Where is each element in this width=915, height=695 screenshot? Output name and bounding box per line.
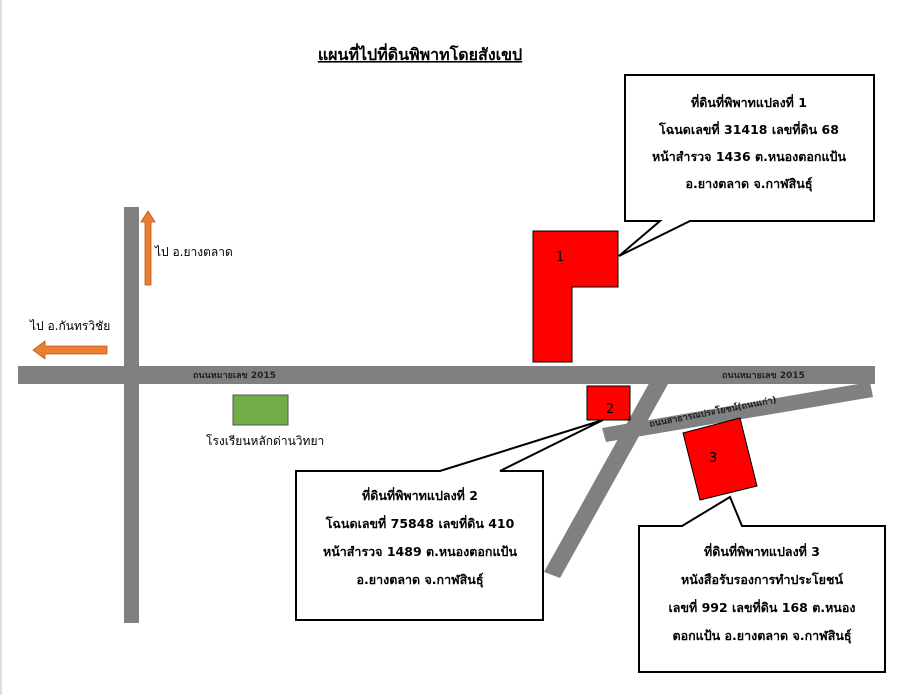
callout-2-line-4: อ.ยางตลาด จ.กาฬสินธุ์ — [357, 572, 484, 588]
parcel-1 — [532, 230, 619, 363]
callout-3-line-3: เลขที่ 992 เลขที่ดิน 168 ต.หนอง — [669, 599, 856, 615]
arrow-up-icon — [140, 210, 156, 286]
callout-1-line-1: ที่ดินที่พิพาทแปลงที่ 1 — [691, 94, 807, 110]
parcel-1-number: 1 — [556, 250, 564, 265]
callout-3-line-2: หนังสือรับรองการทำประโยชน์ — [681, 572, 843, 587]
callout-1-line-3: หน้าสำรวจ 1436 ต.หนองตอกแป้น — [652, 149, 846, 164]
school-label: โรงเรียนหลักด่านวิทยา — [206, 434, 324, 448]
callout-1-line-4: อ.ยางตลาด จ.กาฬสินธุ์ — [686, 176, 813, 192]
parcel-3 — [682, 417, 758, 501]
to-kantharawichai-label: ไป อ.กันทรวิชัย — [29, 319, 110, 333]
callout-2-line-2: โฉนดเลขที่ 75848 เลขที่ดิน 410 — [325, 515, 515, 531]
page-title: แผนที่ไปที่ดินพิพาทโดยสังเขป — [318, 43, 522, 64]
callout-2-box — [295, 419, 604, 621]
callout-1-line-2: โฉนดเลขที่ 31418 เลขที่ดิน 68 — [658, 121, 839, 137]
parcel-2 — [586, 385, 631, 421]
road-2015-left-label: ถนนหมายเลข 2015 — [193, 371, 276, 381]
vertical-road — [124, 207, 139, 623]
callout-3-line-1: ที่ดินที่พิพาทแปลงที่ 3 — [704, 543, 820, 559]
road-2015 — [18, 366, 875, 384]
callout-3-box — [638, 495, 886, 673]
callout-2-line-1: ที่ดินที่พิพาทแปลงที่ 2 — [362, 487, 478, 503]
callout-2-line-3: หน้าสำรวจ 1489 ต.หนองตอกแป้น — [323, 544, 517, 559]
parcel-2-number: 2 — [606, 402, 614, 417]
callout-3-line-4: ตอกแป้น อ.ยางตลาด จ.กาฬสินธุ์ — [672, 628, 851, 644]
public-road — [602, 382, 873, 442]
road-2015-right-label: ถนนหมายเลข 2015 — [722, 371, 805, 381]
school-marker — [232, 394, 289, 426]
arrow-left-icon — [32, 340, 108, 360]
callout-1-box — [618, 74, 875, 257]
parcel-3-number: 3 — [709, 451, 717, 466]
to-yang-talat-label: ไป อ.ยางตลาด — [154, 245, 233, 259]
